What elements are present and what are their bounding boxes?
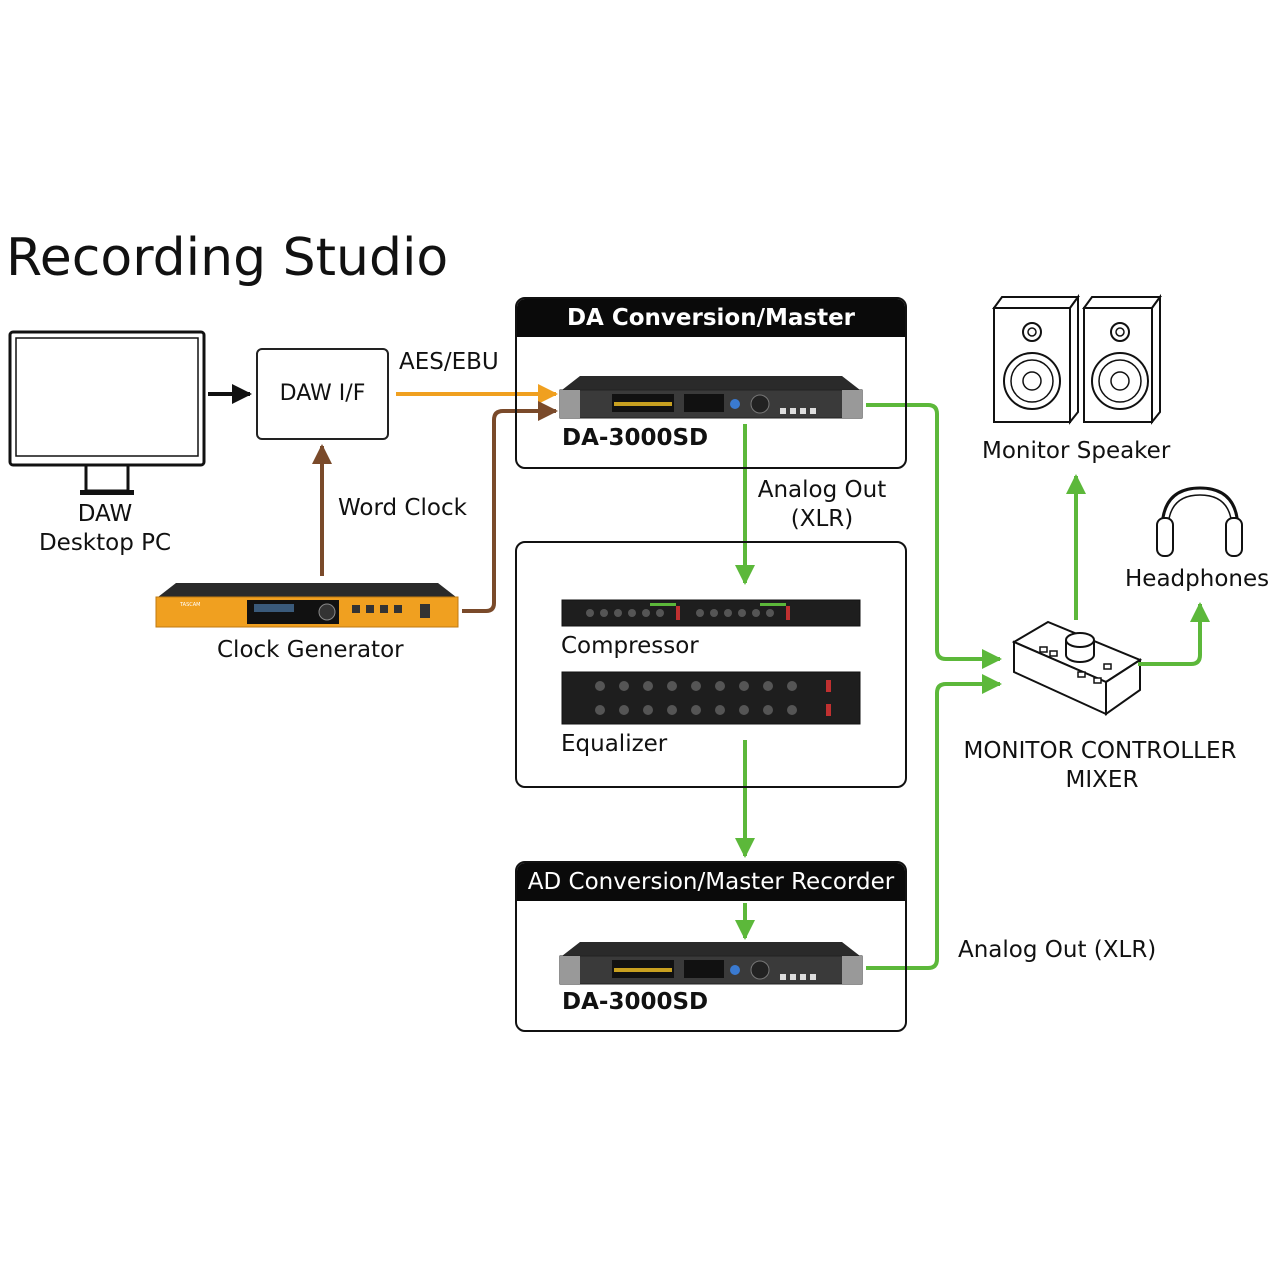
daw-pc-label-line1: DAW bbox=[77, 501, 133, 527]
clock-generator-label: Clock Generator bbox=[217, 637, 404, 663]
ad-conversion-group: AD Conversion/Master Recorder bbox=[515, 861, 907, 1032]
ad-device-label: DA-3000SD bbox=[562, 989, 709, 1015]
processing-group bbox=[515, 541, 907, 788]
ad-conversion-header: AD Conversion/Master Recorder bbox=[517, 863, 905, 901]
equalizer-label: Equalizer bbox=[561, 731, 668, 757]
clock-generator-brand: TASCAM bbox=[179, 602, 201, 608]
analog-out-label-line2: (XLR) bbox=[790, 506, 854, 532]
da-to-monitor-controller-arrow bbox=[866, 403, 1002, 669]
monitor-controller-label-line1: MONITOR CONTROLLER bbox=[963, 738, 1237, 764]
compressor-label: Compressor bbox=[561, 633, 699, 659]
da3000sd-bottom-device bbox=[559, 942, 863, 985]
clock-generator-device: TASCAM bbox=[155, 583, 459, 628]
ad-to-monitor-controller-arrow bbox=[866, 674, 1002, 970]
monitor-speaker-label: Monitor Speaker bbox=[982, 438, 1171, 464]
page-title: Recording Studio bbox=[6, 228, 449, 288]
word-clock-label: Word Clock bbox=[338, 495, 467, 521]
monitor-speaker-right-icon bbox=[1082, 293, 1162, 425]
headphones-label: Headphones bbox=[1125, 566, 1270, 592]
analog-out-label-line1: Analog Out bbox=[757, 477, 887, 503]
analog-out-xlr-label: Analog Out (XLR) bbox=[958, 937, 1157, 963]
monitor-controller-label-line2: MIXER bbox=[1065, 767, 1139, 793]
da-top-device-label: DA-3000SD bbox=[562, 425, 709, 451]
monitor-speaker-left-icon bbox=[992, 293, 1080, 425]
daw-if-box: DAW I/F bbox=[256, 348, 389, 440]
word-clock-to-da-arrow bbox=[462, 401, 558, 613]
monitor-controller-icon bbox=[1011, 620, 1143, 716]
da-conversion-group: DA Conversion/Master Recorder bbox=[515, 297, 907, 469]
equalizer-device bbox=[561, 671, 861, 725]
compressor-device bbox=[561, 599, 861, 627]
da-conversion-header: DA Conversion/Master Recorder bbox=[517, 299, 905, 369]
daw-pc-label-line2: Desktop PC bbox=[38, 530, 172, 556]
headphones-icon bbox=[1156, 486, 1243, 557]
desktop-pc-icon bbox=[8, 330, 206, 495]
da3000sd-top-device bbox=[559, 376, 863, 419]
controller-to-headphones-arrow bbox=[1138, 602, 1210, 666]
aes-ebu-label: AES/EBU bbox=[399, 349, 499, 375]
